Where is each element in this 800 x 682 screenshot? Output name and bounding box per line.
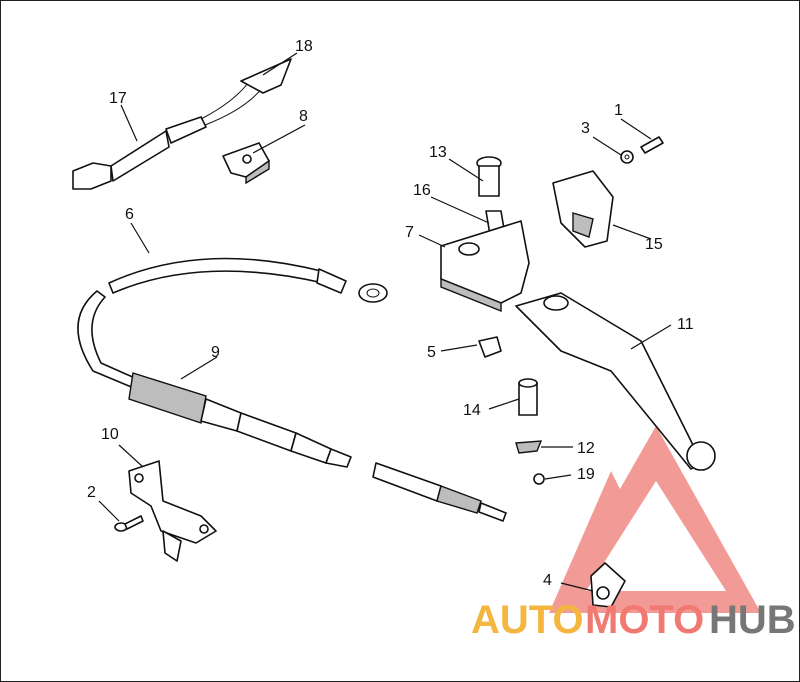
part-19-screw: [533, 473, 545, 485]
part-6-cable: [108, 257, 388, 303]
watermark-logo-mark: [549, 426, 761, 613]
callout-9: 9: [211, 344, 220, 361]
part-9-clutch-cable: [77, 290, 352, 468]
part-2-screw: [114, 515, 144, 532]
part-17-wire-connector: [72, 78, 264, 190]
callout-8: 8: [299, 108, 308, 125]
part-7-lever-bracket: [440, 220, 530, 313]
callout-17: 17: [109, 90, 127, 107]
callout-6: 6: [125, 206, 134, 223]
part-15-clamp: [552, 170, 614, 248]
callout-13: 13: [429, 144, 447, 161]
part-5-nut: [478, 336, 502, 358]
watermark-hub: HUB: [709, 598, 796, 642]
part-13-pin: [476, 156, 502, 197]
callout-11: 11: [677, 316, 694, 333]
part-14-sleeve: [518, 378, 538, 416]
watermark-logo-text: AUTO MOTO HUB: [471, 598, 796, 642]
part-11-clutch-lever: [515, 292, 716, 471]
callout-3: 3: [581, 120, 590, 137]
part-3-washer: [620, 150, 634, 164]
watermark-moto: MOTO: [585, 598, 704, 642]
leader-lines: [98, 52, 672, 592]
callout-2: 2: [87, 484, 96, 501]
callout-14: 14: [463, 402, 481, 419]
callout-12: 12: [577, 440, 595, 457]
callout-16: 16: [413, 182, 431, 199]
part-1-bolt: [640, 136, 664, 154]
callout-4: 4: [543, 572, 552, 589]
watermark-auto: AUTO: [471, 598, 584, 642]
callout-19: 19: [577, 466, 595, 483]
callout-1: 1: [614, 102, 623, 119]
part-10-mounting-plate: [128, 460, 217, 562]
callout-7: 7: [405, 224, 414, 241]
part-18-wire-leads: [240, 58, 292, 94]
callout-5: 5: [427, 344, 436, 361]
part-4-cable-clamp: [590, 562, 626, 608]
part-12-clip: [515, 440, 543, 454]
part-8-bracket: [222, 142, 270, 185]
callout-18: 18: [295, 38, 313, 55]
callout-10: 10: [101, 426, 119, 443]
callout-15: 15: [645, 236, 663, 253]
cable-end-fitting: [372, 462, 507, 522]
